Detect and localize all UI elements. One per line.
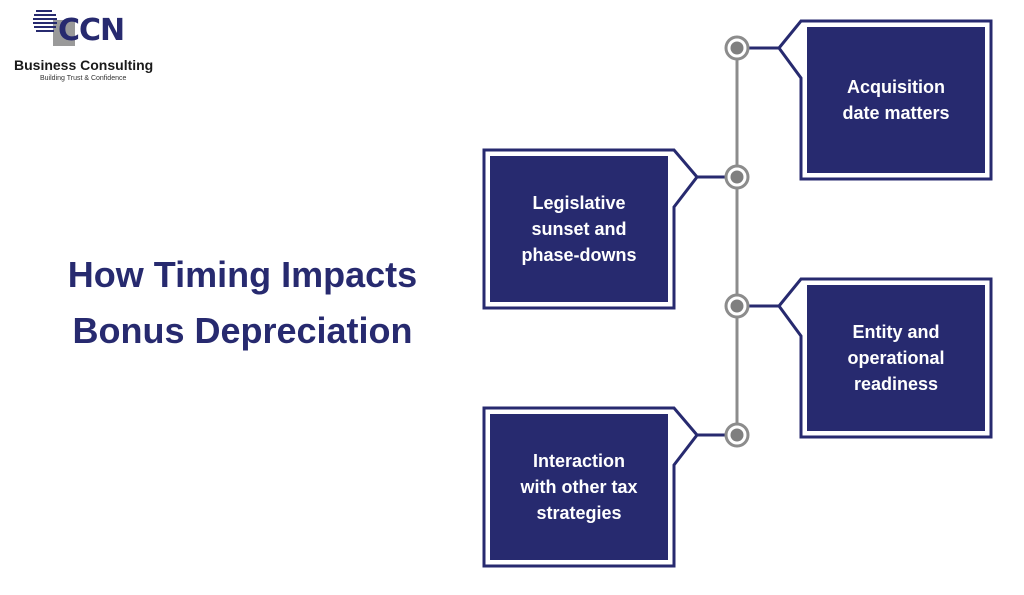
callout-text-line: with other tax: [520, 477, 638, 497]
timeline-node-icon: [724, 164, 750, 190]
timeline-callout: [748, 277, 993, 439]
callout-text-line: Legislative: [532, 193, 626, 213]
title-line-1: How Timing Impacts: [67, 254, 418, 295]
callout-text-line: operational: [847, 348, 945, 368]
callout-text-line: Interaction: [532, 451, 625, 471]
callout-box: [490, 414, 668, 560]
globe-logo-icon: [33, 10, 75, 46]
callout-text: Interaction with other tax strategies: [490, 414, 668, 560]
callout-outline: [777, 19, 993, 181]
timeline-node-icon: [724, 293, 750, 319]
callout-text: Acquisition date matters: [807, 27, 985, 173]
timeline-callout: [482, 406, 726, 568]
callout-text-lines: Entity and operational readiness: [847, 319, 944, 397]
timeline-callout: [482, 148, 726, 310]
callout-box: [807, 27, 985, 173]
callout-text-lines: Interaction with other tax strategies: [520, 448, 637, 526]
callout-text-line: phase-downs: [521, 245, 637, 265]
callout-text-line: strategies: [536, 503, 622, 523]
callout-text-line: Acquisition: [846, 77, 945, 97]
timeline-node-icon: [724, 35, 750, 61]
callout-text-lines: Acquisition date matters: [842, 74, 949, 126]
callout-text: Entity and operational readiness: [807, 285, 985, 431]
callout-text-line: readiness: [853, 374, 939, 394]
title-line-2: Bonus Depreciation: [72, 310, 413, 351]
logo-mark-text: CCN: [58, 13, 125, 48]
callout-box: [490, 156, 668, 302]
callout-outline: [482, 406, 699, 568]
callout-text-line: date matters: [842, 103, 950, 123]
timeline-node-icon: [724, 422, 750, 448]
callout-outline: [482, 148, 699, 310]
timeline-callout: [748, 19, 993, 181]
logo-tagline: Building Trust & Confidence: [40, 75, 127, 82]
callout-text: Legislative sunset and phase-downs: [490, 156, 668, 302]
callout-box: [807, 285, 985, 431]
callout-text-line: Entity and: [852, 322, 940, 342]
callout-text-line: sunset and: [531, 219, 627, 239]
page-title: How Timing Impacts Bonus Depreciation: [20, 247, 465, 359]
callout-outline: [777, 277, 993, 439]
callout-text-lines: Legislative sunset and phase-downs: [521, 190, 636, 268]
company-logo: CCN Business Consulting Building Trust &…: [0, 0, 180, 90]
logo-company-name: Business Consulting: [14, 57, 154, 73]
